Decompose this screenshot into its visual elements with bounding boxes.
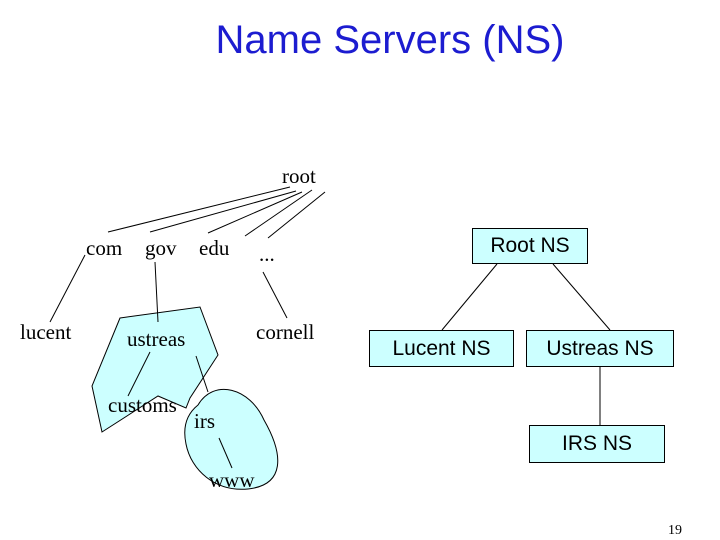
node-root: root bbox=[282, 164, 316, 188]
irs-ns-box: IRS NS bbox=[529, 425, 665, 463]
edge-root-gov bbox=[149, 190, 297, 233]
edge-root-ellipsis-1 bbox=[244, 189, 313, 237]
lucent-ns-box: Lucent NS bbox=[369, 330, 514, 367]
edge-gov-ustreas bbox=[154, 261, 159, 323]
edge-ustreas-customs bbox=[127, 351, 151, 397]
edge-rootns-ustreasns bbox=[552, 263, 611, 331]
slide-title: Name Servers (NS) bbox=[215, 18, 565, 62]
node-ellipsis: ... bbox=[259, 242, 275, 266]
edge-ustreas-irs bbox=[195, 355, 209, 393]
ustreas-zone bbox=[91, 306, 219, 433]
node-www: www bbox=[209, 468, 255, 492]
root-ns-box: Root NS bbox=[472, 228, 588, 264]
node-cornell: cornell bbox=[256, 320, 315, 344]
node-com: com bbox=[86, 236, 123, 260]
edge-edu-cornell bbox=[262, 271, 288, 319]
edge-root-edu bbox=[207, 191, 303, 234]
edge-root-ellipsis-2 bbox=[267, 191, 326, 239]
node-lucent: lucent bbox=[20, 320, 72, 344]
ustreas-ns-box: Ustreas NS bbox=[526, 330, 674, 367]
node-customs: customs bbox=[108, 393, 177, 417]
node-ustreas: ustreas bbox=[127, 327, 186, 351]
edge-rootns-lucentns bbox=[441, 263, 498, 331]
irs-zone bbox=[184, 389, 279, 490]
edge-com-lucent bbox=[49, 254, 86, 323]
edge-root-com bbox=[107, 186, 291, 233]
node-irs: irs bbox=[194, 409, 215, 433]
node-gov: gov bbox=[145, 236, 177, 260]
node-edu: edu bbox=[199, 236, 230, 260]
page-number: 19 bbox=[668, 523, 682, 538]
edge-irs-www bbox=[218, 437, 233, 469]
